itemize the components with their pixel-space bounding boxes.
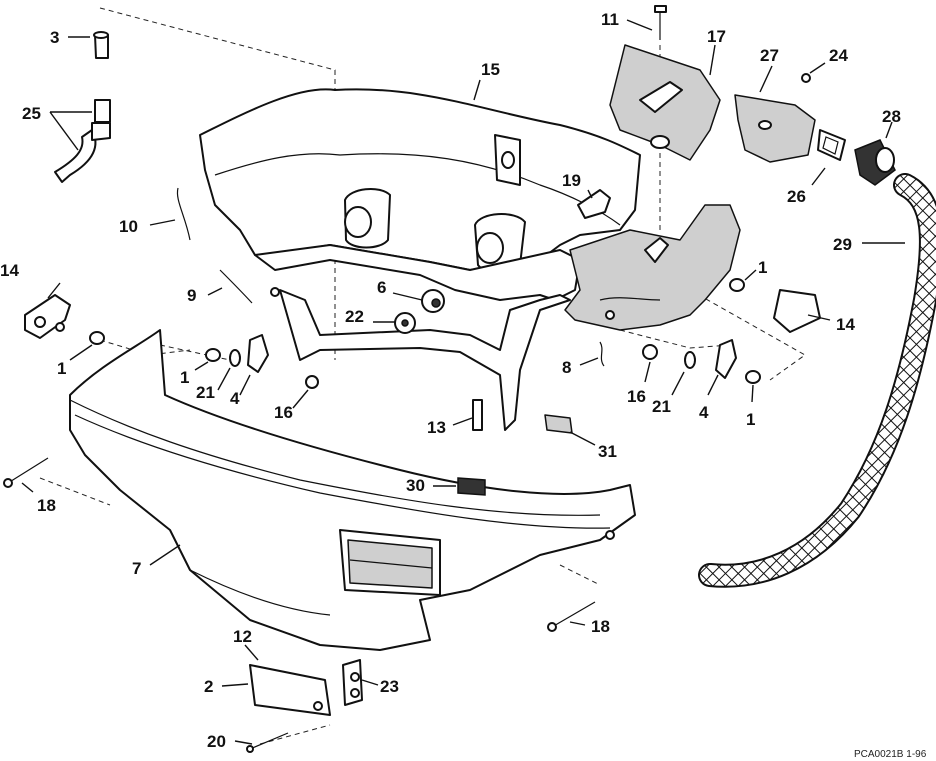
callout-14-right: 14 (836, 315, 855, 334)
callout-12: 12 (233, 627, 252, 646)
callout-7: 7 (132, 559, 141, 578)
callout-4-left: 4 (230, 389, 240, 408)
part-30-pad (457, 477, 486, 496)
callout-24: 24 (829, 46, 848, 65)
callout-2: 2 (204, 677, 213, 696)
callout-3: 3 (50, 28, 59, 47)
drawing-code: PCA0021B 1-96 (854, 749, 927, 760)
part-31-pad (544, 414, 573, 434)
callout-1-left: 1 (57, 359, 66, 378)
callout-18-left: 18 (37, 496, 56, 515)
part-19-bracket (577, 189, 611, 219)
callout-9: 9 (187, 286, 196, 305)
callout-31: 31 (598, 442, 617, 461)
callout-4-right: 4 (699, 403, 709, 422)
callout-28: 28 (882, 107, 901, 126)
callout-21-right: 21 (652, 397, 671, 416)
callout-16-left: 16 (274, 403, 293, 422)
part-6-grommet (421, 289, 445, 313)
part-10-spring-clip (176, 187, 191, 241)
part-7-lower-motor-cover (69, 329, 636, 651)
part-13-pad (472, 399, 483, 431)
callout-22: 22 (345, 307, 364, 326)
callout-11: 11 (601, 10, 619, 29)
callout-19: 19 (562, 171, 581, 190)
part-22-washer (394, 312, 416, 334)
callout-21-left: 21 (196, 383, 215, 402)
leader-lines (21, 19, 905, 745)
callout-17: 17 (707, 27, 726, 46)
part-21-washers (229, 349, 696, 369)
part-23-bracket (342, 659, 363, 706)
part-2-plate (249, 664, 331, 716)
callout-25: 25 (22, 104, 41, 123)
part-17-air-silencer-base (609, 44, 721, 161)
part-29-wire-mesh-seal (698, 173, 936, 588)
part-9-spring-clip (219, 269, 253, 304)
part-14-latch-left (24, 294, 71, 339)
part-3-bushing (93, 31, 109, 59)
part-25-hose-elbow (54, 99, 111, 183)
part-18-bolts (3, 457, 596, 632)
callout-15: 15 (481, 60, 500, 79)
callout-23: 23 (380, 677, 399, 696)
callout-26: 26 (787, 187, 806, 206)
part-24-screw (801, 73, 811, 83)
part-1-grommets (89, 278, 761, 384)
part-8-clip (599, 341, 605, 367)
callout-1-mid: 1 (180, 368, 189, 387)
part-27-air-silencer (734, 94, 816, 163)
callout-20: 20 (207, 732, 226, 751)
callout-18-right: 18 (591, 617, 610, 636)
callout-27: 27 (760, 46, 779, 65)
callout-16-right: 16 (627, 387, 646, 406)
callout-1-right-top: 1 (758, 258, 767, 277)
callout-29: 29 (833, 235, 852, 254)
part-16-screws (305, 344, 658, 389)
callout-10: 10 (119, 217, 138, 236)
part-28-grommet (854, 139, 896, 186)
callout-8: 8 (562, 358, 571, 377)
part-14-latch-right (773, 289, 821, 333)
part-11-bolt (654, 5, 667, 40)
callout-1-right-bottom: 1 (746, 410, 755, 429)
callout-30: 30 (406, 476, 425, 495)
callout-13: 13 (427, 418, 446, 437)
callout-14-left: 14 (0, 261, 19, 280)
part-15-upper-cover (199, 88, 741, 431)
callout-6: 6 (377, 278, 386, 297)
part-20-screw (246, 732, 289, 753)
part-4-latch-hooks (247, 334, 737, 379)
callout-labels: 3 25 10 9 14 1 1 21 4 16 6 22 15 11 17 2… (0, 10, 927, 760)
part-26-gasket (817, 129, 846, 161)
